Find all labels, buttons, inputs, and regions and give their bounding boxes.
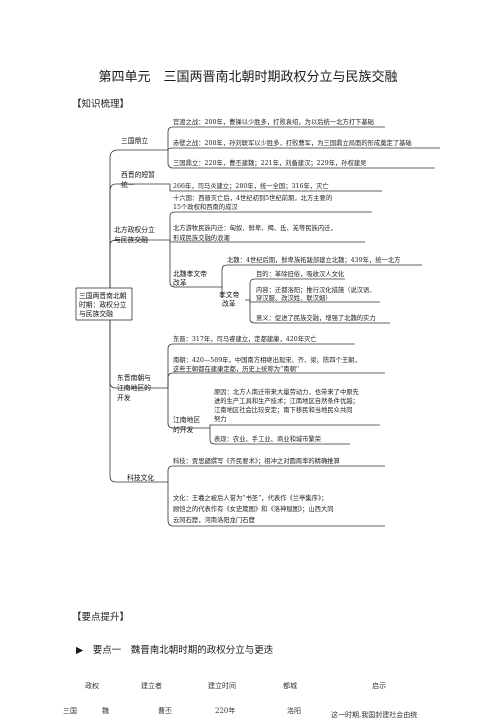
- b5-kj-line: [160, 465, 385, 483]
- leaf-wenhua-3: 云冈石窟，河南洛阳龙门石窟: [173, 515, 255, 524]
- leaf-nanchao-1: 南朝：420—589年，中国南方相继出现宋、齐、梁、陈四个王朝，: [173, 355, 361, 364]
- leaf-yuanyin-3: 江南地区社会比较安定；南下移民和当地民众共同: [214, 405, 353, 414]
- leaf-shiliuguo-1: 十六国：西晋灭亡后，4世纪初到5世纪前期，北方主要的: [173, 193, 332, 202]
- b4-bx-line: [209, 428, 350, 445]
- branch-sanguo: 三国鼎立: [121, 136, 148, 145]
- branch-beifang-line1: 北方政权分立: [114, 225, 155, 234]
- b3-leaf1-line: [160, 211, 372, 241]
- mind-map: 三国两晋南北朝 时期：政权分立 与民族交融 三国鼎立 官渡之战：200年，曹操以…: [75, 117, 440, 527]
- leaf-shiliuguo-2: 15个政权和西南的成汉: [173, 202, 238, 211]
- sub-xiaowen-line2: 改革: [222, 299, 236, 308]
- leaf-neiqian-2: 形成民族交融的浪潮: [173, 233, 230, 242]
- branch-xijin-line1: 西晋的短暂: [121, 170, 155, 179]
- b5-wh-line: [167, 482, 385, 527]
- root-node-line3: 与民族交融: [79, 309, 113, 318]
- leaf-dongjin: 东晋：317年，司马睿建立，定都建康，420年灭亡: [173, 334, 317, 343]
- table-header-insight: 启示: [372, 682, 386, 690]
- leaf-neirong-1: 内容：迁都洛阳；推行汉化措施（说汉语、: [256, 285, 376, 294]
- b1-leaf2-line: [167, 147, 440, 151]
- branch-kejiwenhua: 科技文化: [127, 473, 154, 482]
- trunk-to-xijin: [109, 183, 160, 288]
- table-cell-capital: 洛阳: [287, 707, 301, 715]
- b4-dj-line: [160, 343, 355, 389]
- leaf-wenhua-1: 文化：王羲之被后人誉为“书圣”，代表作《兰亭集序》；: [173, 493, 327, 502]
- b3-mudi-line: [245, 278, 345, 301]
- table-header-capital: 都城: [283, 682, 297, 690]
- table-header-time: 建立时间: [208, 682, 236, 690]
- b3-yiyi-line: [249, 300, 390, 324]
- leaf-dingli: 三国鼎立：220年，曹丕建魏；221年，刘备建汉；229年，孙权建吴: [173, 158, 367, 167]
- table-header-regime: 政权: [85, 682, 99, 690]
- leaf-yuanyin-4: 努力: [214, 414, 227, 423]
- knowledge-summary-label: 【知识梳理】: [72, 99, 130, 110]
- leaf-neirong-2: 穿汉服、改汉姓、联汉姻）: [256, 293, 332, 302]
- branch-dongjin-line3: 开发: [117, 393, 131, 402]
- sub-beiwei-line2: 改革: [173, 278, 187, 287]
- trunk-to-keji: [109, 320, 160, 483]
- b4-sub-line: [167, 388, 205, 429]
- root-node-line2: 时期：政权分立: [79, 300, 127, 309]
- table-cell-founder: 曹丕: [158, 707, 172, 715]
- table-cell-dynasty: 三国: [63, 707, 77, 715]
- trunk-to-beifang: [109, 239, 160, 288]
- leaf-wenhua-2: 顾恺之的代表作有《女史箴图》和《洛神赋图》；山西大同: [173, 504, 334, 513]
- leaf-yuanyin-2: 进的生产工具和生产技术；江南地区自然条件优越；: [214, 396, 359, 405]
- leaf-keji: 科技：贾思勰撰写《齐民要术》；祖冲之对圆周率的精确推算: [173, 456, 340, 465]
- key-points-label: 【要点提升】: [72, 612, 130, 623]
- b4-yy-line: [205, 424, 380, 429]
- branch-beifang-line2: 与民族交融: [114, 235, 148, 244]
- table-cell-time: 220年: [215, 707, 236, 715]
- root-node-line1: 三国两晋南北朝: [79, 291, 127, 300]
- sub-beiwei-line1: 北魏孝文帝: [173, 269, 207, 278]
- branch-dongjin-line2: 江南地区的: [117, 383, 151, 392]
- b1-leaf3-line: [167, 150, 435, 169]
- b4-nc-line: [167, 372, 385, 388]
- branch-dongjin-line1: 东晋南朝与: [117, 373, 151, 382]
- point-one-heading: ▶ 要点一 魏晋南北朝时期的政权分立与更迭: [76, 645, 274, 656]
- table-cell-insight: 这一时期,我国封建社会由统: [331, 711, 418, 719]
- b1-leaf1-line: [160, 126, 385, 151]
- leaf-yuanyin-1: 原因：北方人南迁带来大量劳动力，也带来了中原先: [214, 387, 359, 396]
- sub-jiangnan-line2: 的开发: [173, 425, 194, 434]
- root-node-box: [75, 287, 133, 321]
- leaf-beiwei: 北魏：4世纪后期，鲜卑族拓跋部建立北魏；439年，统一北方: [227, 255, 400, 264]
- page-title: 第四单元 三国两晋南北朝时期政权分立与民族交融: [98, 70, 398, 85]
- trunk-to-sanguo: [109, 149, 160, 288]
- sub-jiangnan-line1: 江南地区: [173, 415, 200, 424]
- table-cell-state: 魏: [102, 707, 109, 715]
- leaf-guandu: 官渡之战：200年，曹操以少胜多，打败袁绍，为以后统一北方打下基础: [173, 117, 374, 126]
- leaf-chibi: 赤壁之战：208年，孙刘联军以少胜多，打败曹军，为三国鼎立局面的形成奠定了基础: [173, 138, 412, 147]
- leaf-yiyi: 意义：促进了民族交融，增强了北魏的实力: [256, 313, 376, 322]
- leaf-biaoxian: 表现：农业、手工业、商业和城市繁荣: [214, 434, 322, 443]
- b3-sub-line: [169, 240, 215, 288]
- leaf-xijin: 266年，司马炎建立；280年，统一全国；316年，灭亡: [173, 181, 329, 190]
- leaf-nanchao-2: 这些王朝都在建康定都，历史上统称为“南朝”: [173, 364, 299, 373]
- table-header-founder: 建立者: [141, 682, 162, 690]
- b3-beiwei-line: [215, 264, 422, 288]
- b2-leaf-line: [160, 183, 382, 192]
- sub-xiaowen-line1: 孝文帝: [219, 290, 240, 299]
- branch-xijin-line2: 统一: [121, 180, 135, 189]
- leaf-neiqian-1: 北方游牧民族内迁：匈奴、鲜卑、羯、氐、羌等民族内迁，: [173, 223, 337, 232]
- leaf-mudi: 目的：革除旧俗，吸收汉人文化: [256, 269, 345, 278]
